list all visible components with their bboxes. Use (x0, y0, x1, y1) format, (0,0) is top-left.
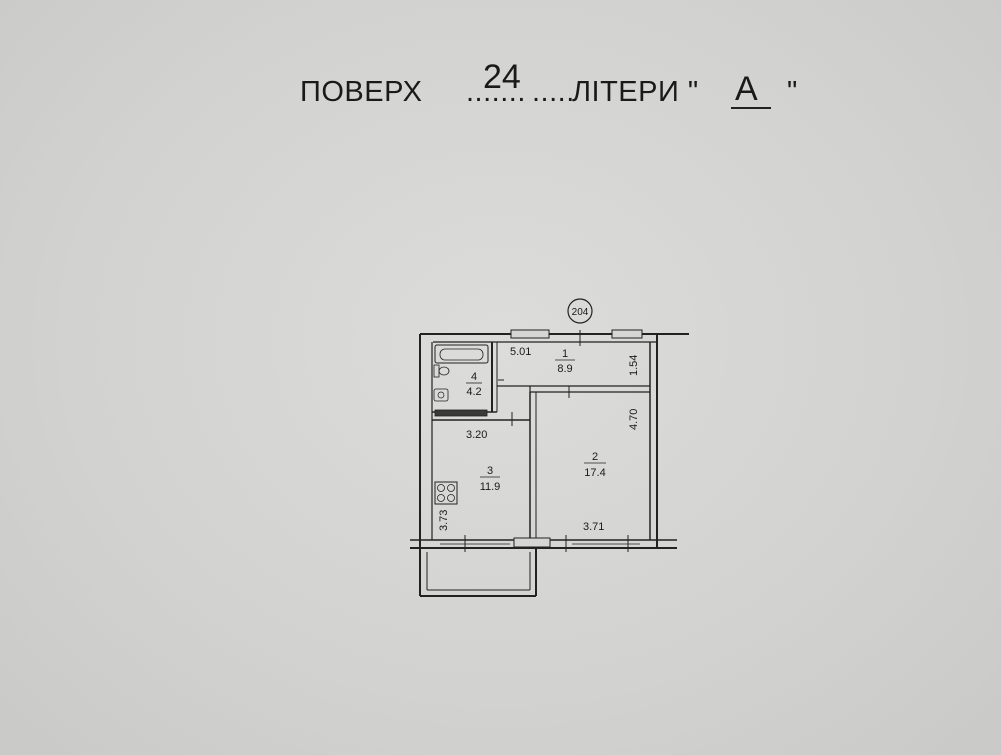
dimension-kitchen-width: 3.20 (466, 429, 487, 441)
dimension-kitchen-depth: 3.73 (438, 510, 450, 531)
room-2-area: 17.4 (584, 467, 605, 479)
floor-prefix: ПОВЕРХ (300, 76, 423, 108)
bathroom-cabinet (434, 409, 488, 417)
balcony (419, 548, 537, 597)
page-heading: ПОВЕРХ ....... 24 ..... ЛІТЕРИ " А " (0, 58, 1001, 118)
dimension-top-width: 5.01 (510, 346, 531, 358)
room-4-number: 4 (471, 371, 477, 383)
letter-underline (731, 107, 771, 109)
dimension-room2-width: 3.71 (583, 521, 604, 533)
bathtub-icon (434, 344, 489, 364)
apartment-marker-circle (567, 298, 593, 324)
exterior-walls (410, 329, 689, 549)
floor-dots-left: ....... (466, 76, 526, 108)
toilet-icon (433, 364, 450, 378)
room-2-number: 2 (592, 451, 598, 463)
floor-dots-right: ..... (532, 76, 575, 108)
building-letter: А (735, 70, 758, 108)
dimension-room2-depth: 4.70 (628, 409, 640, 430)
room-3-number: 3 (487, 465, 493, 477)
closing-quote: " (787, 76, 798, 108)
room-1-area: 8.9 (557, 363, 572, 375)
washbasin-icon (433, 388, 449, 402)
room-4-area: 4.2 (466, 386, 481, 398)
room-1-number: 1 (562, 348, 568, 360)
apartment-marker: 204 (572, 307, 589, 318)
room-3-area: 11.9 (480, 481, 501, 493)
floor-number: 24 (483, 58, 521, 96)
stove-icon (434, 481, 458, 505)
dimension-hall-depth: 1.54 (628, 355, 640, 376)
letters-label: ЛІТЕРИ " (572, 76, 699, 108)
interior-walls (432, 330, 650, 552)
windows (440, 537, 640, 548)
